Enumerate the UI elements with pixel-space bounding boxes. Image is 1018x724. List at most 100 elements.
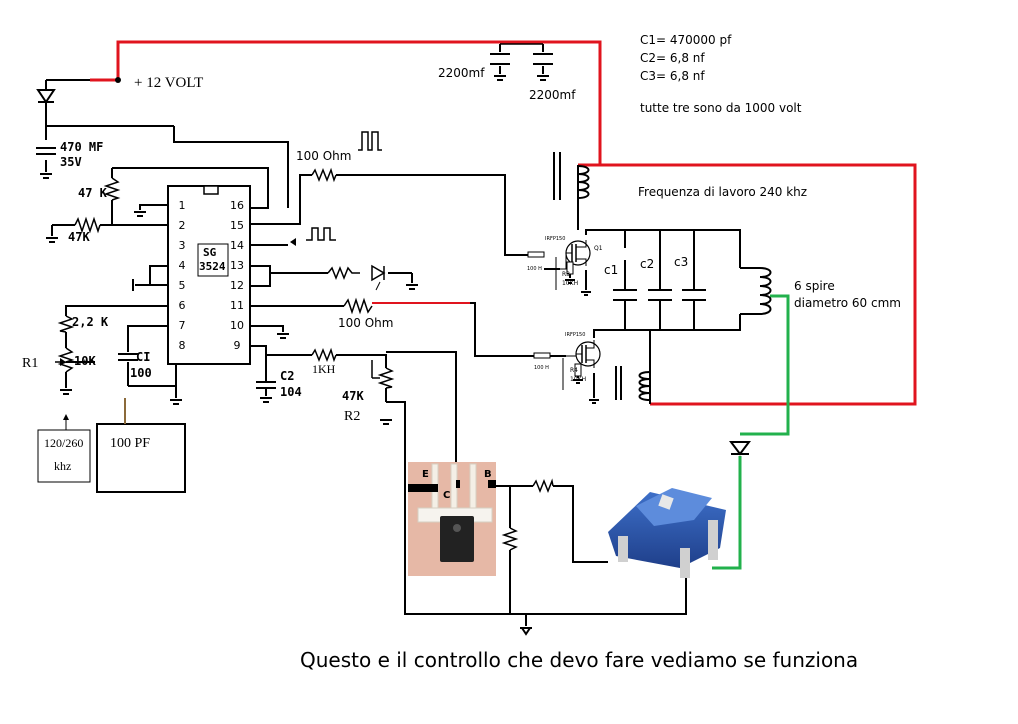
supply-label: + 12 VOLT [134,75,203,91]
gate-resistor-top [527,251,545,258]
transistor-c-label: C [443,490,450,501]
pin-16: 16 [230,199,244,212]
green-wires [712,294,790,570]
chip-pins-right: 16 15 14 13 12 11 10 9 [230,199,244,352]
arrow-up-icon [63,414,69,420]
r4-resistor [574,363,582,377]
cap-note-c3: C3= 6,8 nf [640,69,705,83]
pin-5: 5 [179,279,186,292]
input-capacitor [36,147,56,155]
r-47k-top-label: 47 K [78,186,108,200]
square-wave-icon [358,131,382,151]
resistors [57,167,554,551]
resistor-100ohm-top [311,167,337,183]
gate-r-bottom-label: 100 H [534,365,549,371]
transistor-b-label: B [484,469,492,480]
resistor-1kh [311,347,337,363]
cap-2200mf-a-label: 2200mf [438,66,485,80]
r4-value-label: 10KH [570,376,586,383]
pin-13: 13 [230,259,244,272]
output-diode [729,441,751,456]
pin-11: 11 [230,299,244,312]
ci-value-label: 100 [130,366,152,380]
cap-note-c1: C1= 470000 pf [640,33,732,47]
r-100ohm-top-label: 100 Ohm [296,149,351,163]
coil-line2-label: diametro 60 cmm [794,296,901,310]
resistor-47k-top [103,177,121,201]
c2-name-label: C2 [280,369,294,383]
freq-box [37,429,91,483]
transistor-e-label: E [422,469,429,480]
arrow-left-icon [290,238,296,246]
mosfet-q1 [560,240,591,270]
r-2-2k-label: 2,2 K [72,315,109,329]
pin-10: 10 [230,319,244,332]
caption: Questo e il controllo che devo fare vedi… [300,648,858,672]
square-wave-icon-2 [306,227,336,241]
pin-1: 1 [179,199,186,212]
r-100ohm-mid-label: 100 Ohm [338,316,393,330]
cap-2200mf-b-label: 2200mf [529,88,576,102]
ci-name-label: CI [136,350,150,364]
chip-part: 3524 [199,260,226,273]
tank-c2-label: c2 [640,257,654,271]
pin-14: 14 [230,239,244,252]
chip-pins-left: 1 2 3 4 5 6 7 8 [179,199,186,352]
resistor-r2-pot [377,367,395,389]
cap-note-c2: C2= 6,8 nf [640,51,705,65]
r-47k-left-label: 47K [68,230,90,244]
c2-timing-capacitor [256,381,276,396]
work-coil [759,267,772,315]
r3-value-label: 10KH [562,280,578,287]
r2-name-label: R2 [344,409,360,424]
coil-line1-label: 6 spire [794,279,835,293]
transformer-bottom [615,366,651,401]
led-icon [371,264,386,291]
red-wires [90,40,917,406]
r1-wiper-arrow-icon [60,358,66,366]
mosfet-bottom-part: IRFP150 [565,332,585,338]
pin-12: 12 [230,279,244,292]
r1-name-label: R1 [22,356,38,371]
sg3524-chip [167,185,251,365]
input-diode [36,89,56,104]
pin-2: 2 [179,219,186,232]
resistor-led [327,265,360,281]
resistor-2-2k [57,315,75,333]
freq-box-line1: 120/260 [44,436,83,450]
mosfet-q1-label: Q1 [594,245,603,252]
capacitor-2200mf-b [533,53,553,65]
black-wires [45,44,760,626]
r3-name-label: R3 [562,271,570,278]
trimmer-pot-photo [608,488,726,578]
ci-capacitor [118,353,138,361]
cap-note-rating: tutte tre sono da 1000 volt [640,101,802,115]
resistor-base [532,478,554,494]
resistor-47k-left [74,216,101,234]
resistor-100ohm-mid [343,297,373,315]
transformer-top [553,152,590,200]
supply-node [115,77,121,83]
mosfet-q2 [566,340,601,368]
resistor-r1-pot [57,347,75,373]
r4-name-label: R4 [570,367,578,374]
r2-pot-label: 47K [342,389,364,403]
pin-6: 6 [179,299,186,312]
work-frequency-label: Frequenza di lavoro 240 khz [638,185,807,199]
pf-box-label: 100 PF [110,436,150,451]
pin-7: 7 [179,319,186,332]
freq-box-line2: khz [54,459,71,473]
gate-r-top-label: 100 H [527,266,542,272]
pin-8: 8 [179,339,186,352]
ground-symbols [40,75,599,636]
transistor-photo [408,462,496,576]
tank-c1-label: c1 [604,263,618,277]
chip-name: SG [203,246,217,259]
input-cap-line1: 470 MF [60,140,103,154]
resistor-bottom [501,527,519,551]
pin-3: 3 [179,239,186,252]
pf-box [96,423,186,493]
pin-4: 4 [179,259,186,272]
